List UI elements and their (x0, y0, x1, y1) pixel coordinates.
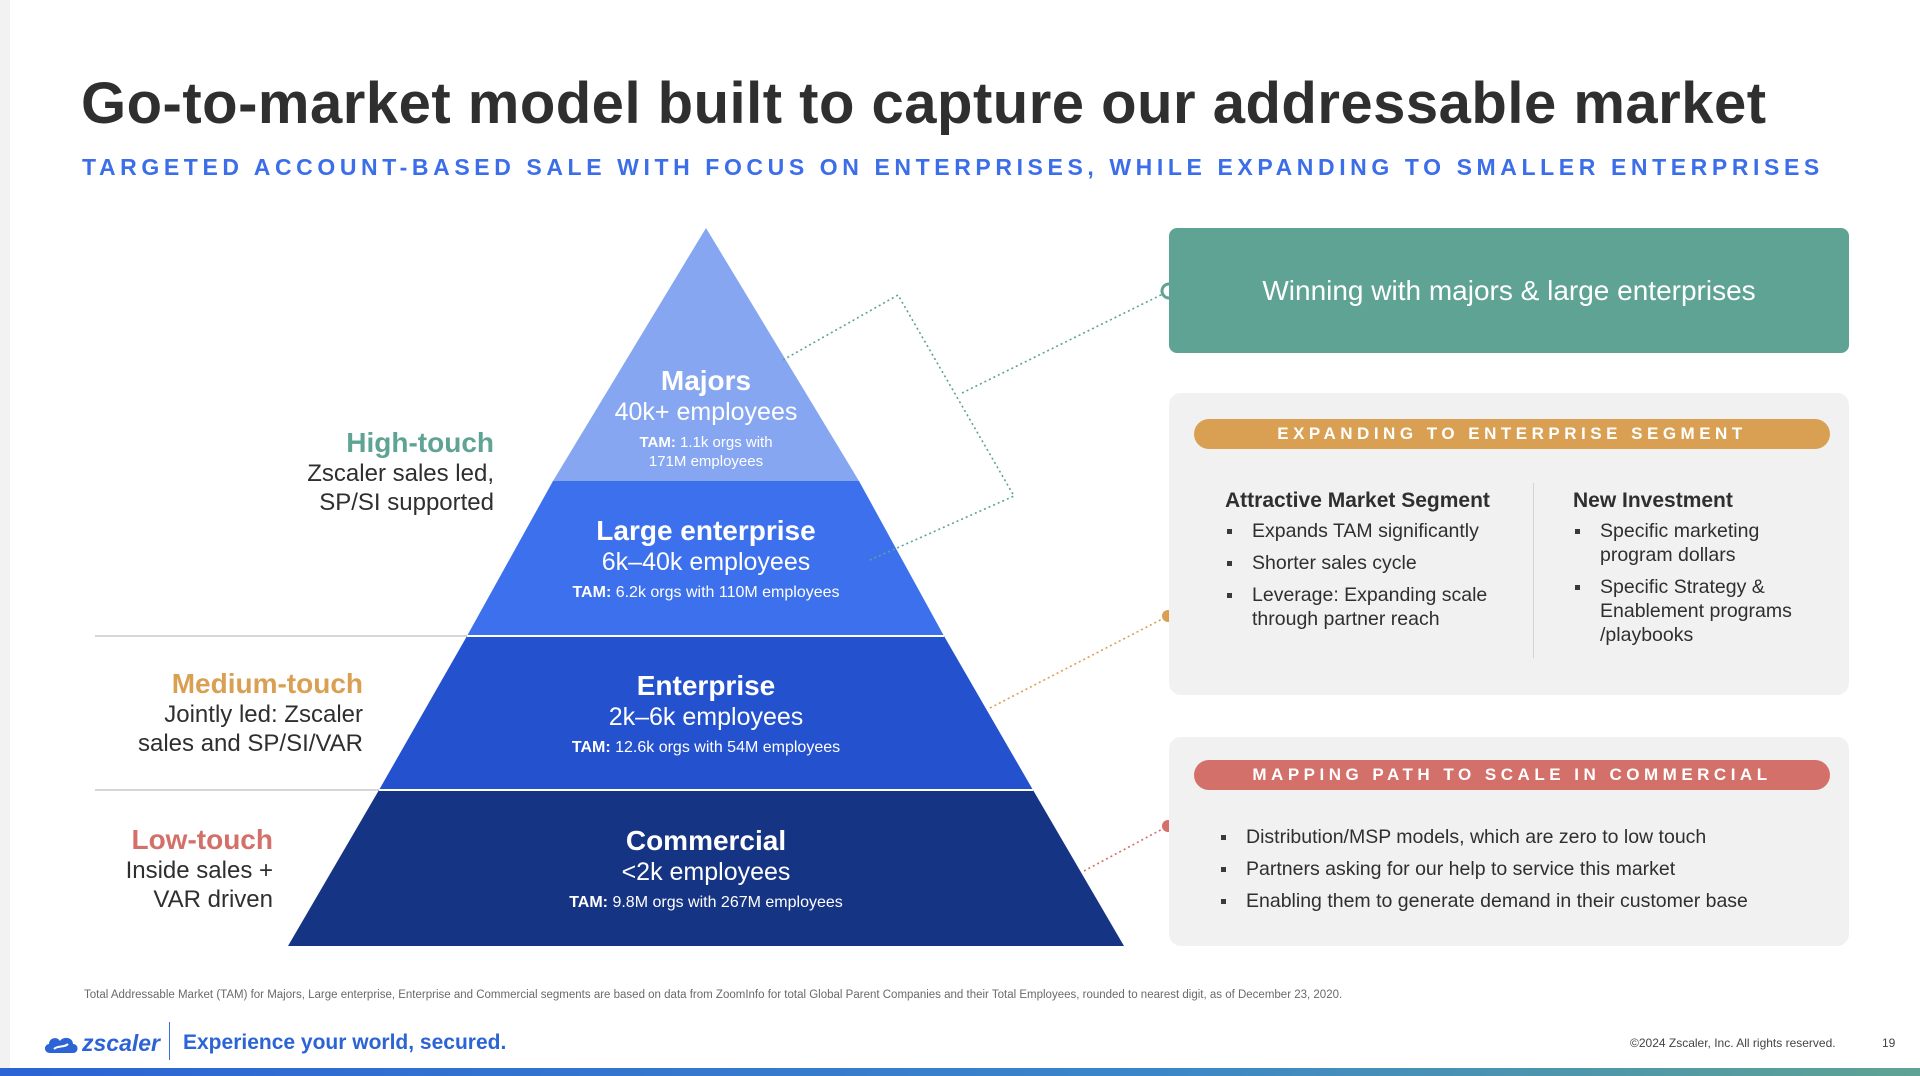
tier-employees: <2k employees (621, 858, 791, 886)
mapping-connector-line (1083, 825, 1169, 872)
pyramid-tier-enterprise (379, 636, 1033, 790)
pyramid-tier-majors (553, 228, 859, 481)
tier-label-enterprise: Enterprise 2k–6k employees TAM: 12.6k or… (506, 670, 906, 758)
mapping-list: Distribution/MSP models, which are zero … (1219, 825, 1748, 921)
pyramid-tier-commercial (288, 790, 1124, 946)
touch-title: Medium-touch (171, 668, 363, 699)
new-investment-column: New Investment Specific marketing progra… (1573, 489, 1833, 655)
tier-label-commercial: Commercial <2k employees TAM: 9.8M orgs … (506, 825, 906, 913)
list-item: Distribution/MSP models, which are zero … (1219, 825, 1748, 849)
tam-text: 1.1k orgs with (675, 434, 773, 451)
list-item: Leverage: Expanding scale through partne… (1225, 583, 1525, 631)
column-divider (1533, 483, 1534, 658)
touch-desc: SP/SI supported (319, 489, 494, 516)
winning-connector-line (961, 290, 1170, 394)
cloud-logo-icon (44, 1037, 78, 1053)
touch-desc: sales and SP/SI/VAR (138, 730, 363, 757)
list-item: Enabling them to generate demand in thei… (1219, 889, 1748, 913)
list-item: Partners asking for our help to service … (1219, 857, 1748, 881)
slide-subtitle: TARGETED ACCOUNT-BASED SALE WITH FOCUS O… (82, 154, 1824, 180)
list-item: Specific marketing program dollars (1573, 519, 1833, 567)
expanding-panel: EXPANDING TO ENTERPRISE SEGMENT Attracti… (1169, 393, 1849, 695)
tam-label: TAM: (569, 894, 608, 911)
list-item: Shorter sales cycle (1225, 551, 1525, 575)
mapping-panel: MAPPING PATH TO SCALE IN COMMERCIAL Dist… (1169, 737, 1849, 946)
left-margin-strip (0, 0, 10, 1076)
tier-name: Commercial (625, 825, 787, 856)
expanding-connector-line (989, 615, 1169, 709)
zscaler-logo: zscaler (42, 1030, 160, 1057)
expanding-header-pill: EXPANDING TO ENTERPRISE SEGMENT (1194, 419, 1830, 449)
tier-name: Majors (660, 365, 752, 396)
logo-text: zscaler (82, 1030, 161, 1056)
page-number: 19 (1882, 1036, 1896, 1050)
tier-tam: TAM: 1.1k orgs with 171M employees (506, 433, 906, 471)
tier-tam: TAM: 6.2k orgs with 110M employees (506, 583, 906, 603)
mapping-header-pill: MAPPING PATH TO SCALE IN COMMERCIAL (1194, 760, 1830, 790)
slide-title: Go-to-market model built to capture our … (81, 71, 1767, 136)
tam-text: 171M employees (648, 453, 764, 470)
tier-tam: TAM: 12.6k orgs with 54M employees (506, 738, 906, 758)
attractive-market-column: Attractive Market Segment Expands TAM si… (1225, 489, 1525, 639)
column-title: Attractive Market Segment (1225, 489, 1490, 512)
low-touch-label: Low-touch Inside sales + VAR driven (0, 824, 273, 914)
list-item: Expands TAM significantly (1225, 519, 1525, 543)
tier-name: Large enterprise (596, 515, 816, 546)
tier-label-majors: Majors 40k+ employees TAM: 1.1k orgs wit… (506, 365, 906, 471)
list-item: Specific Strategy & Enablement programs … (1573, 575, 1833, 647)
tier-employees: 2k–6k employees (608, 703, 804, 731)
touch-title: Low-touch (131, 824, 273, 855)
touch-desc: Jointly led: Zscaler (164, 701, 363, 728)
tam-label: TAM: (572, 584, 612, 601)
tam-text: 12.6k orgs with 54M employees (610, 739, 841, 756)
tagline: Experience your world, secured. (183, 1031, 507, 1054)
touch-desc: Inside sales + (125, 857, 273, 884)
copyright: ©2024 Zscaler, Inc. All rights reserved. (1630, 1036, 1836, 1050)
footnote: Total Addressable Market (TAM) for Major… (84, 989, 1343, 1001)
tam-text: 6.2k orgs with 110M employees (611, 584, 840, 601)
pyramid-tier-large-enterprise (467, 481, 944, 636)
tam-label: TAM: (639, 434, 676, 451)
footer-separator (169, 1022, 170, 1060)
tier-employees: 40k+ employees (614, 398, 798, 426)
tier-name: Enterprise (636, 670, 776, 701)
tier-label-large-enterprise: Large enterprise 6k–40k employees TAM: 6… (506, 515, 906, 603)
touch-desc: Zscaler sales led, (307, 460, 494, 487)
high-touch-label: High-touch Zscaler sales led, SP/SI supp… (114, 427, 494, 517)
medium-touch-label: Medium-touch Jointly led: Zscaler sales … (0, 668, 363, 758)
tier-employees: 6k–40k employees (601, 548, 811, 576)
bracket-connector (782, 293, 1016, 561)
bottom-gradient-bar (0, 1068, 1920, 1076)
tam-text: 9.8M orgs with 267M employees (608, 894, 843, 911)
column-title: New Investment (1573, 489, 1733, 512)
tier-tam: TAM: 9.8M orgs with 267M employees (506, 893, 906, 913)
tam-label: TAM: (571, 739, 611, 756)
winning-callout: Winning with majors & large enterprises (1169, 228, 1849, 353)
touch-title: High-touch (346, 427, 494, 458)
touch-desc: VAR driven (153, 886, 273, 913)
